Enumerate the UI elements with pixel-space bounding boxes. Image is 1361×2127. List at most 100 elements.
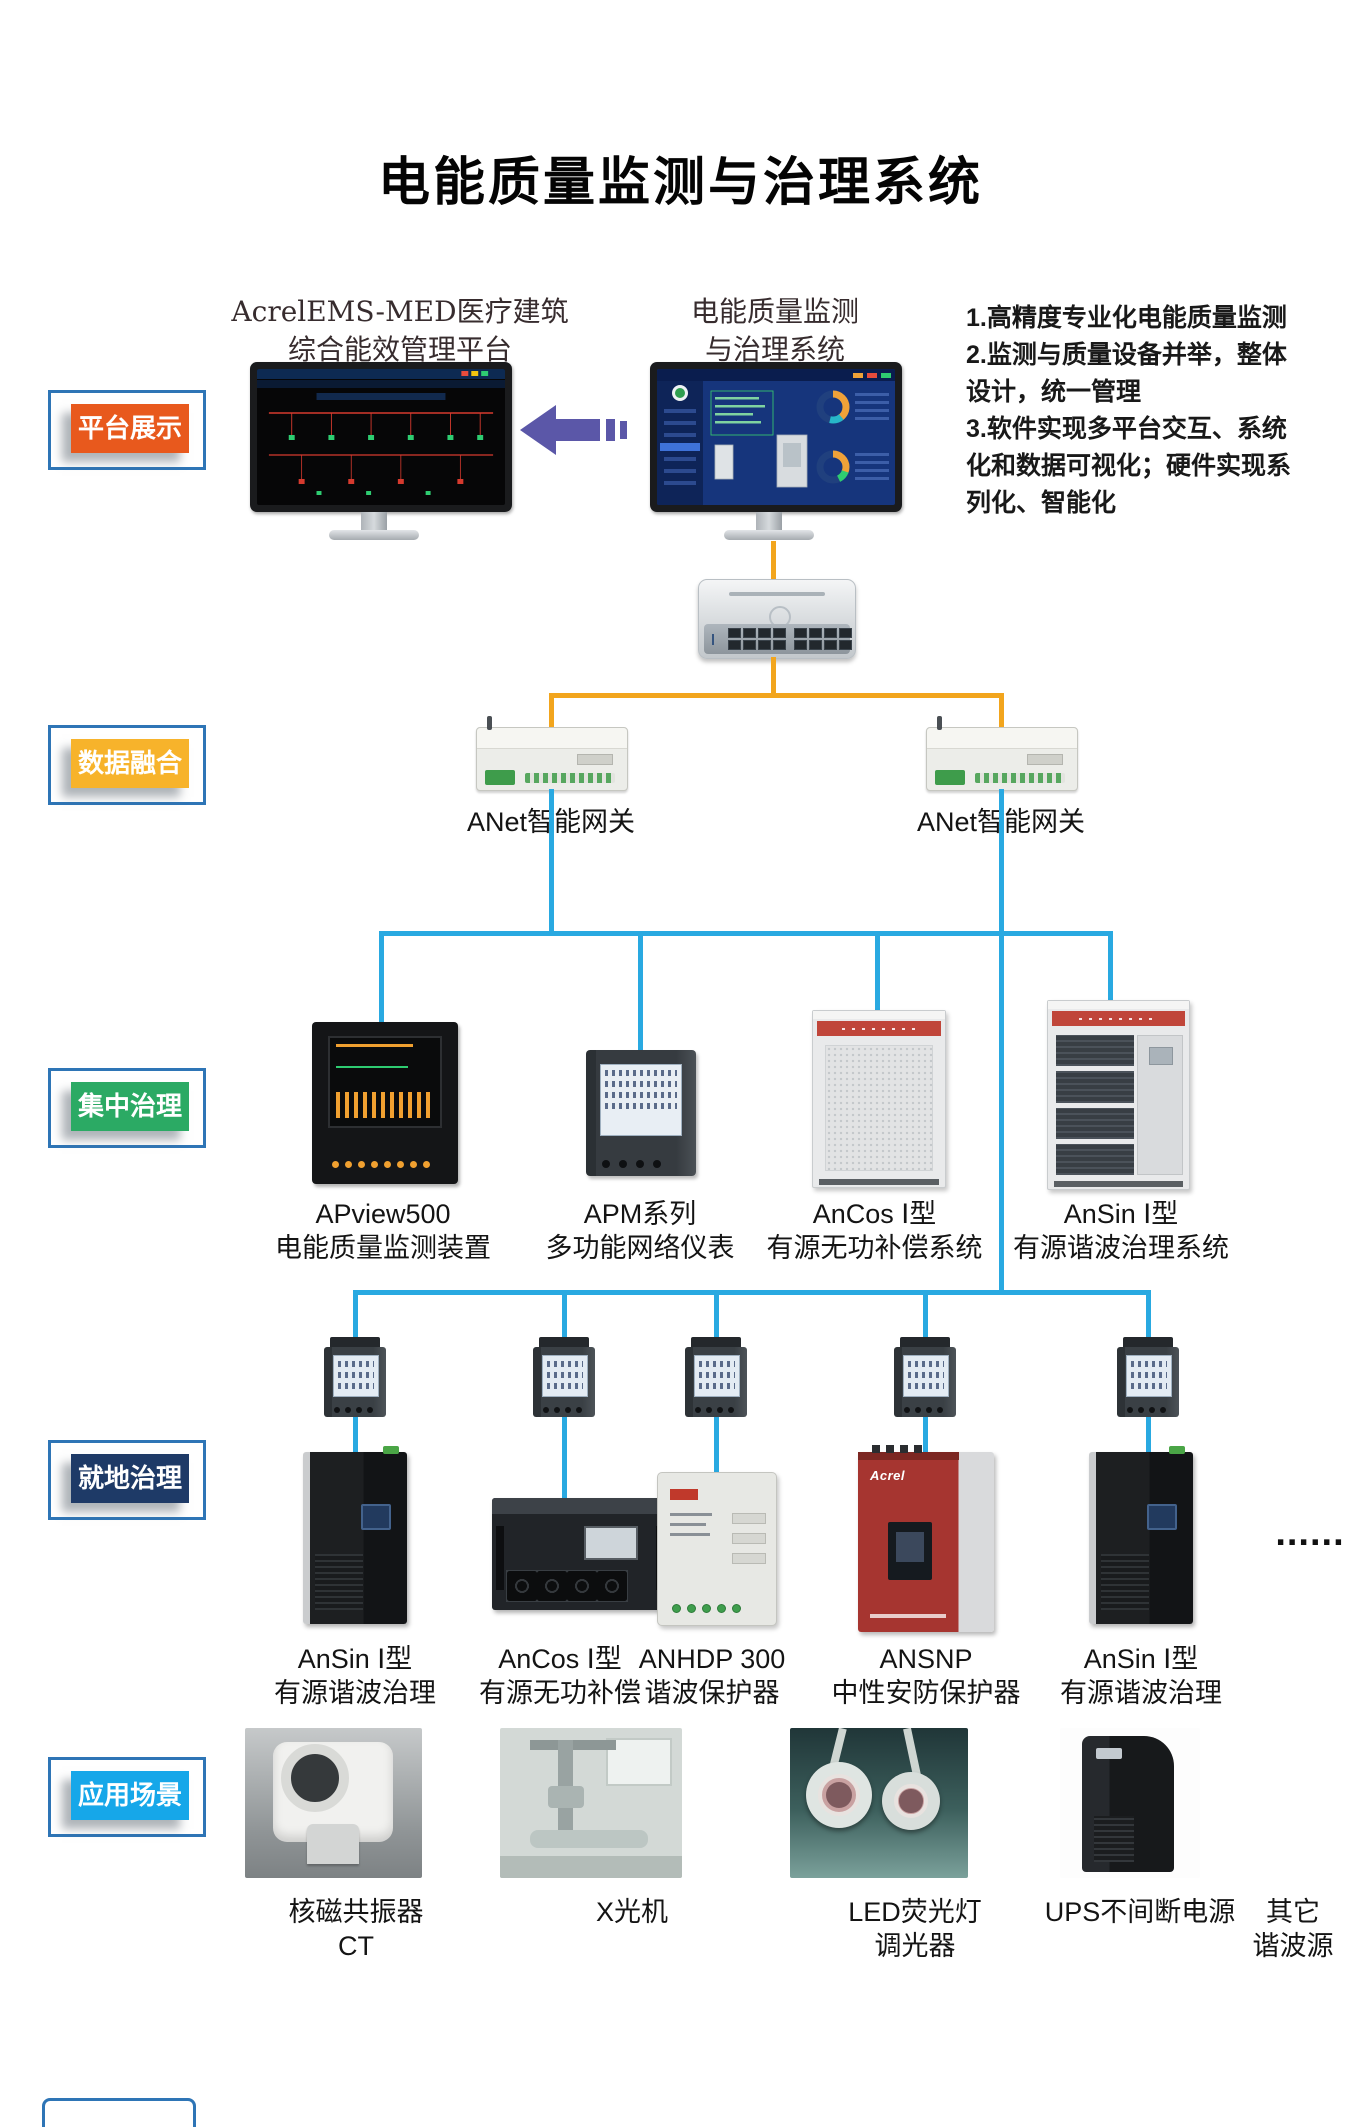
- local-device-label-2: ANHDP 300 谐波保护器: [602, 1642, 822, 1710]
- xray-head: [548, 1786, 584, 1808]
- cabinet-red-band: [817, 1021, 941, 1036]
- panel-meter: [1117, 1337, 1179, 1417]
- ansnp-screen: [888, 1522, 932, 1580]
- intro-text: 1.高精度专业化电能质量监测 2.监测与质量设备并举，整体 设计，统一管理 3.…: [966, 300, 1336, 522]
- device-name: APM系列: [583, 1199, 697, 1229]
- device-name: AnSin Ⅰ型: [1063, 1199, 1179, 1229]
- stage-badge-central: 集中治理: [48, 1068, 206, 1148]
- central-device-label-2: AnCos Ⅰ型 有源无功补偿系统: [752, 1197, 997, 1265]
- connector-orange-bus: [549, 693, 1004, 698]
- local-device-label-3: ANSNP 中性安防保护器: [816, 1642, 1036, 1710]
- panel-meter: [894, 1337, 956, 1417]
- device-desc: 谐波保护器: [644, 1678, 780, 1708]
- intro-line: 设计，统一管理: [966, 378, 1142, 406]
- platform-left-caption: AcrelEMS-MED医疗建筑 综合能效管理平台: [230, 293, 570, 369]
- panel-meter: [533, 1337, 595, 1417]
- network-switch: [698, 579, 856, 659]
- device-desc: 有源谐波治理: [274, 1678, 436, 1708]
- antenna-icon: [487, 716, 492, 730]
- page-title: 电能质量监测与治理系统: [377, 154, 983, 212]
- connector-bus1-apview: [379, 931, 384, 1023]
- cabinet-window: [1149, 1047, 1173, 1065]
- intro-line: 1.高精度专业化电能质量监测: [966, 304, 1287, 332]
- local-device-label-1: AnCos Ⅰ型 有源无功补偿: [450, 1642, 670, 1710]
- ups-tower: [1082, 1736, 1174, 1872]
- apm-lcd: [600, 1064, 682, 1136]
- scene-line: LED荧光灯: [848, 1897, 982, 1927]
- caption-line: 电能质量监测: [690, 295, 859, 328]
- local-device-label-0: AnSin Ⅰ型 有源谐波治理: [245, 1642, 465, 1710]
- ct-table: [307, 1824, 359, 1864]
- device-name: ANSNP: [879, 1644, 973, 1674]
- scene-line: 其它: [1266, 1897, 1320, 1927]
- device-name: AnCos Ⅰ型: [812, 1199, 937, 1229]
- xray-table: [530, 1830, 648, 1848]
- device-name: APview500: [315, 1199, 451, 1229]
- connector-bus-gateway-right: [999, 693, 1004, 729]
- intro-line: 列化、智能化: [966, 489, 1117, 517]
- gateway-terminal-block: [935, 770, 965, 785]
- caption-line: 综合能效管理平台: [287, 333, 512, 366]
- switch-port-group: [728, 628, 786, 650]
- dashboard-screen: [657, 369, 895, 505]
- platform-right-caption: 电能质量监测 与治理系统: [655, 293, 895, 369]
- device-ansin-tower-right: [1089, 1446, 1193, 1624]
- monitor-right-dashboard: [650, 362, 902, 512]
- apview-buttons: [332, 1161, 430, 1168]
- scene-label-2: LED荧光灯 调光器: [825, 1895, 1005, 1963]
- stage-badge-platform-label: 平台展示: [71, 404, 189, 453]
- caption-line: 与治理系统: [704, 333, 845, 366]
- stage-badge-local: 就地治理: [48, 1440, 206, 1520]
- panel-meter: [685, 1337, 747, 1417]
- gateway-left: [476, 716, 628, 791]
- connector-gwleft-bus1: [549, 789, 554, 935]
- central-device-label-1: APM系列 多功能网络仪表: [510, 1197, 770, 1265]
- ansnp-connectors: [872, 1445, 928, 1453]
- scene-line: UPS不间断电源: [1044, 1897, 1236, 1927]
- device-name: AnSin Ⅰ型: [1083, 1644, 1199, 1674]
- device-ansin-tower-left: [303, 1446, 407, 1624]
- switch-led: [712, 633, 714, 645]
- rack-display: [584, 1526, 638, 1560]
- scene-label-3: UPS不间断电源: [1020, 1895, 1260, 1929]
- device-name: ANHDP 300: [638, 1644, 786, 1674]
- gateway-right: [926, 716, 1078, 791]
- device-desc: 有源无功补偿: [479, 1678, 641, 1708]
- device-desc: 有源谐波治理: [1060, 1678, 1222, 1708]
- photo-surgical-lamps: [790, 1728, 968, 1878]
- monitor-left-scada: [250, 362, 512, 512]
- photo-xray-machine: [500, 1728, 682, 1878]
- photo-ct-scanner: [245, 1728, 422, 1878]
- connector-bus1-ansin: [1108, 931, 1113, 1005]
- monitor-left-stand: [361, 512, 387, 532]
- cropped-badge-box: [42, 2098, 196, 2127]
- scene-line: X光机: [595, 1897, 668, 1927]
- photo-ups: [1060, 1728, 1200, 1878]
- device-ancos-cabinet: [812, 1010, 946, 1188]
- switch-port-group: [794, 628, 852, 650]
- switch-label-strip: [729, 592, 825, 596]
- intro-line: 化和数据可视化；硬件实现系: [966, 452, 1292, 480]
- intro-line: 3.软件实现多平台交互、系统: [966, 415, 1287, 443]
- gateway-terminals: [975, 773, 1065, 783]
- device-desc: 有源谐波治理系统: [1013, 1233, 1229, 1263]
- gateway-terminal-block: [485, 770, 515, 785]
- rack-fans: [506, 1570, 628, 1602]
- device-ancos-rack: [492, 1498, 668, 1610]
- scene-label-4: 其它 谐波源: [1228, 1895, 1358, 1963]
- apview-screen: [328, 1036, 442, 1128]
- acrel-logo: Acrel: [870, 1468, 906, 1483]
- switch-front-panel: [704, 624, 852, 654]
- intro-line: 2.监测与质量设备并举，整体: [966, 341, 1287, 369]
- scene-line: 谐波源: [1252, 1931, 1334, 1961]
- tower-screen: [1147, 1504, 1177, 1530]
- device-anhdp300: [657, 1472, 777, 1626]
- arrow-left-icon: [520, 405, 627, 455]
- stage-badge-fusion: 数据融合: [48, 725, 206, 805]
- stage-badge-platform: 平台展示: [48, 390, 206, 470]
- stage-badge-central-label: 集中治理: [71, 1082, 189, 1131]
- antenna-icon: [937, 716, 942, 730]
- device-name: AnCos Ⅰ型: [498, 1644, 622, 1674]
- lamp-head: [882, 1772, 940, 1830]
- scene-label-0: 核磁共振器 CT: [266, 1895, 446, 1963]
